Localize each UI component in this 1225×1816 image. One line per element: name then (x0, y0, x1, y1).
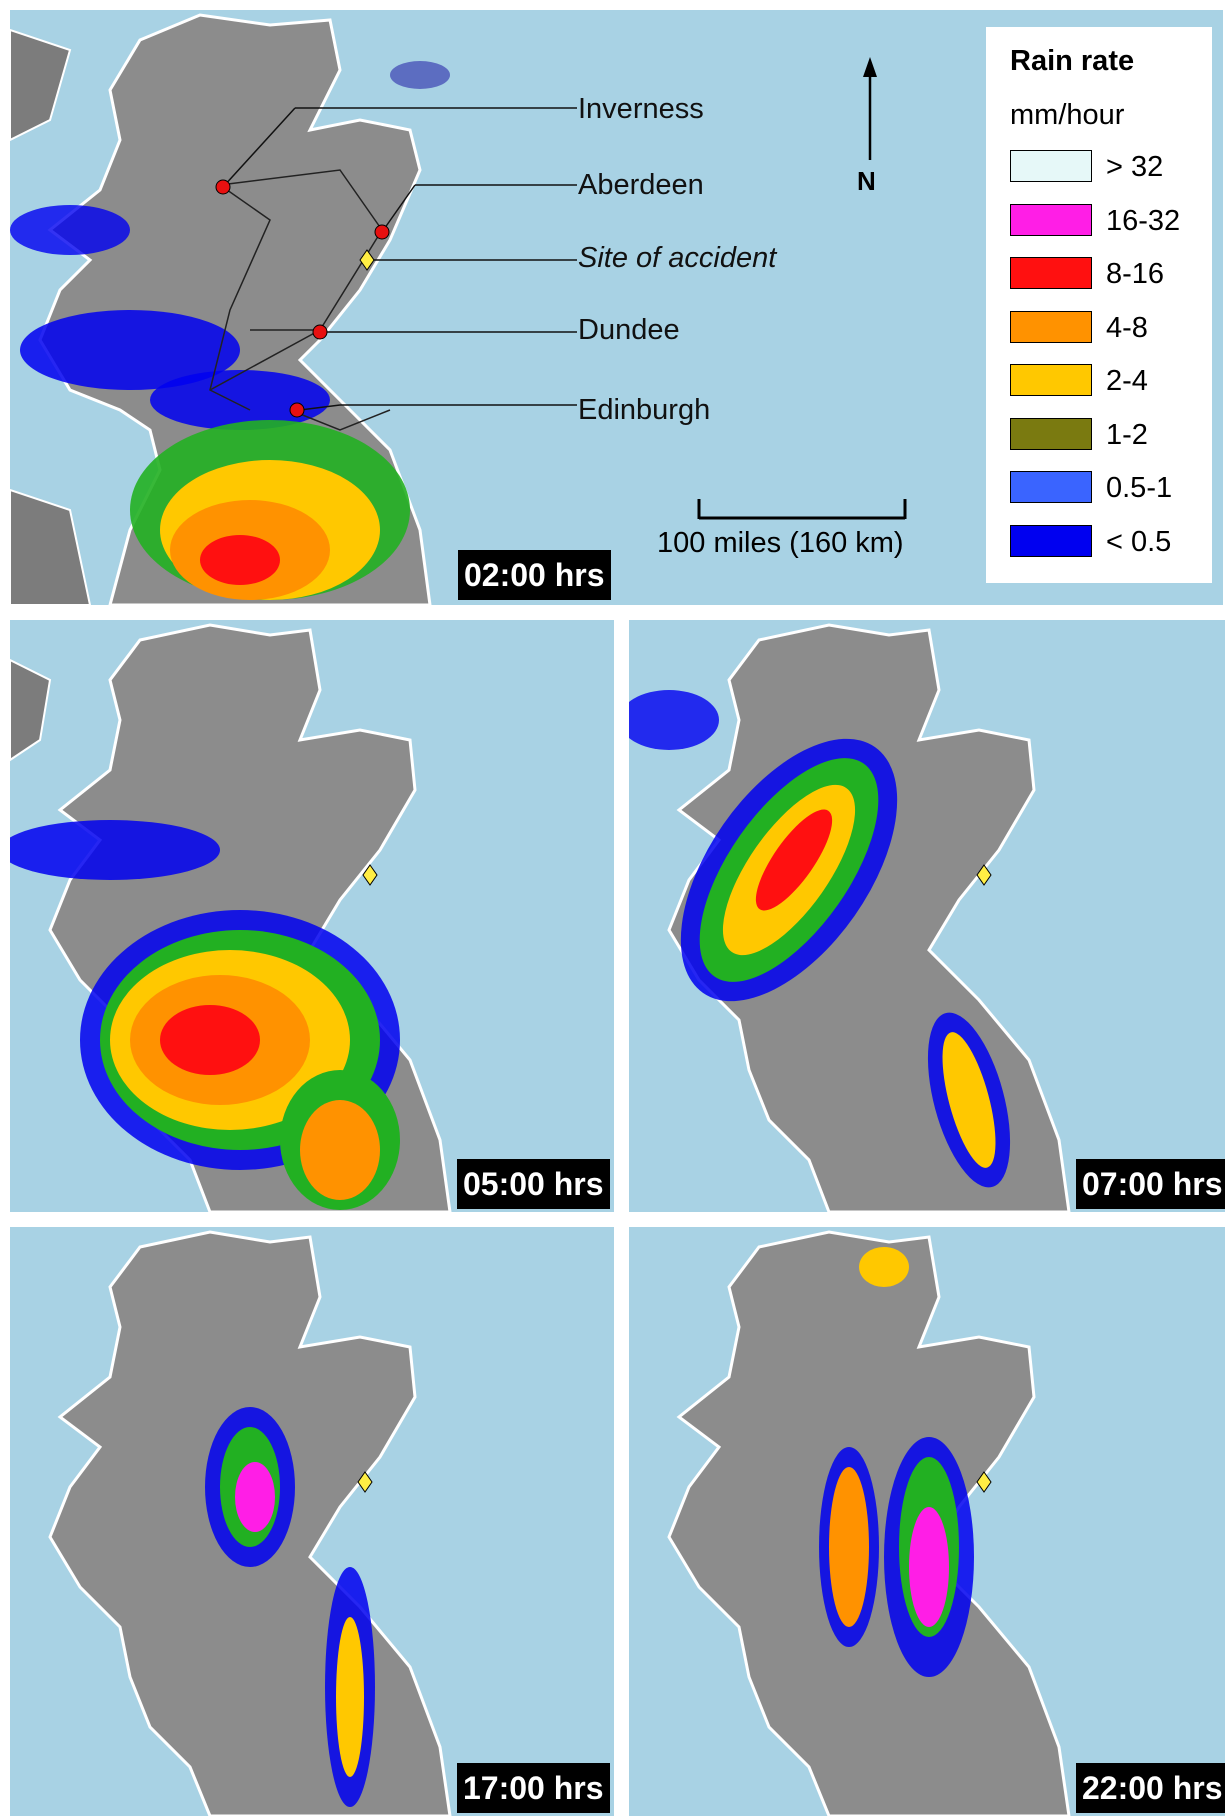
time-label: 22:00 hrs (1076, 1763, 1225, 1813)
map-1700 (48, 1230, 452, 1816)
legend-item: 16-32 (1010, 204, 1210, 238)
leader-lines (222, 107, 577, 411)
legend-label: 8-16 (1106, 258, 1165, 290)
legend-label: 16-32 (1106, 205, 1181, 237)
city-label-dundee: Dundee (578, 314, 680, 346)
legend-label: 1-2 (1106, 419, 1148, 451)
legend-label: 4-8 (1106, 312, 1148, 344)
accident-marker (359, 249, 375, 271)
legend-item: 4-8 (1010, 311, 1210, 345)
scale-bar (697, 499, 907, 520)
legend-title: Rain rate (1010, 45, 1135, 77)
markers (215, 179, 390, 418)
city-label-inverness: Inverness (578, 93, 704, 125)
legend-item: > 32 (1010, 150, 1210, 184)
legend-swatch (1010, 418, 1092, 450)
legend-item: 8-16 (1010, 257, 1210, 291)
rain-areas (10, 61, 450, 600)
legend-swatch (1010, 150, 1092, 182)
legend-item: 1-2 (1010, 418, 1210, 452)
time-label: 07:00 hrs (1076, 1159, 1225, 1209)
map-panel-0700: 07:00 hrs (629, 620, 1225, 1212)
time-label: 17:00 hrs (457, 1763, 610, 1813)
dundee-marker (312, 324, 328, 340)
inverness-marker (215, 179, 231, 195)
city-label-accident: Site of accident (578, 242, 777, 274)
aberdeen-marker (374, 224, 390, 240)
legend-item: < 0.5 (1010, 525, 1210, 559)
scale-bar-label: 100 miles (160 km) (657, 527, 904, 559)
city-label-aberdeen: Aberdeen (578, 169, 704, 201)
legend-swatch (1010, 311, 1092, 343)
time-label: 05:00 hrs (457, 1159, 610, 1209)
map-0500 (10, 623, 452, 1212)
edinburgh-marker (289, 402, 305, 418)
legend-swatch (1010, 525, 1092, 557)
legend-label: 0.5-1 (1106, 472, 1173, 504)
legend-item: 0.5-1 (1010, 471, 1210, 505)
map-panel-2200: 22:00 hrs (629, 1227, 1225, 1816)
map-panel-0500: 05:00 hrs (10, 620, 614, 1212)
legend-swatch (1010, 204, 1092, 236)
map-panel-1700: 17:00 hrs (10, 1227, 614, 1816)
legend-unit: mm/hour (1010, 99, 1125, 131)
legend-label: < 0.5 (1106, 526, 1172, 558)
north-arrow-icon (863, 57, 877, 160)
north-label: N (857, 166, 876, 196)
legend-swatch (1010, 364, 1092, 396)
legend-item: 2-4 (1010, 364, 1210, 398)
city-label-edinburgh: Edinburgh (578, 394, 711, 426)
map-0700 (629, 623, 1071, 1212)
legend-label: 2-4 (1106, 365, 1148, 397)
legend-label: > 32 (1106, 151, 1164, 183)
legend: Rain rate mm/hour > 32 16-32 8-16 4-8 2-… (986, 27, 1212, 583)
legend-swatch (1010, 257, 1092, 289)
legend-swatch (1010, 471, 1092, 503)
map-2200 (667, 1230, 1071, 1816)
time-label: 02:00 hrs (458, 550, 611, 600)
map-0200 (10, 13, 577, 605)
